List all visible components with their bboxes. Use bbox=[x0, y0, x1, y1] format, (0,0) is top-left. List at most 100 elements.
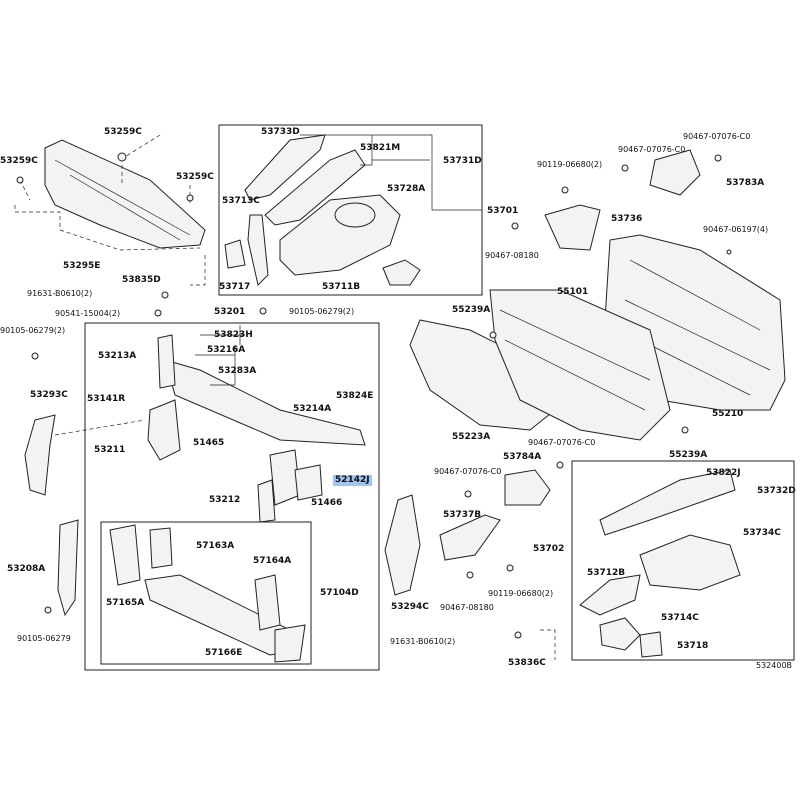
bolt-icon bbox=[161, 291, 169, 299]
part-label: 57164A bbox=[253, 556, 292, 566]
part-label: 57163A bbox=[196, 541, 235, 551]
part-label: 55223A bbox=[452, 432, 491, 442]
part-label: 53214A bbox=[293, 404, 332, 414]
cowl-bracket-part bbox=[439, 514, 501, 561]
side-brace-part bbox=[57, 519, 79, 617]
bolt-icon bbox=[561, 186, 569, 194]
part-label: 53213A bbox=[98, 351, 137, 361]
part-label: 53294C bbox=[391, 602, 429, 612]
fastener-code: 90467-08180 bbox=[440, 603, 494, 612]
radiator-brace-part bbox=[254, 574, 281, 631]
bolt-icon bbox=[489, 331, 497, 339]
bolt-icon bbox=[681, 426, 689, 434]
part-label: 53783A bbox=[726, 178, 765, 188]
part-label: 53293C bbox=[30, 390, 68, 400]
lower-brace-part bbox=[257, 479, 276, 523]
cowl-side-lower-part bbox=[504, 469, 551, 506]
part-label: 57166E bbox=[205, 648, 243, 658]
bolt-icon bbox=[556, 461, 564, 469]
part-label: 53734C bbox=[743, 528, 781, 538]
part-label: 53701 bbox=[487, 206, 519, 216]
part-label: 53259C bbox=[0, 156, 38, 166]
part-label: 53141R bbox=[87, 394, 126, 404]
part-label: 53295E bbox=[63, 261, 101, 271]
dash-silencer-part bbox=[409, 319, 556, 431]
part-label: 51466 bbox=[311, 498, 343, 508]
apron-front-part bbox=[579, 574, 641, 616]
part-label: 53283A bbox=[218, 366, 257, 376]
side-member-part bbox=[147, 399, 181, 461]
bolt-icon bbox=[466, 571, 474, 579]
part-label: 53717 bbox=[219, 282, 251, 292]
upper-support-part bbox=[164, 359, 366, 446]
part-label: 53835D bbox=[122, 275, 161, 285]
part-label: 53208A bbox=[7, 564, 46, 574]
strut-tower-part bbox=[334, 202, 376, 228]
bolt-icon bbox=[714, 154, 722, 162]
fastener-code: 90467-08180 bbox=[485, 251, 539, 260]
radiator-bracket-part bbox=[274, 624, 306, 663]
part-label: 53728A bbox=[387, 184, 426, 194]
part-label: 55210 bbox=[712, 409, 744, 419]
fastener-code: 90105-06279(2) bbox=[289, 307, 355, 316]
fastener-code: 90467-07076-C0 bbox=[434, 467, 502, 476]
lock-bracket-part bbox=[294, 464, 323, 501]
fastener-code: 90105-06279(2) bbox=[0, 326, 66, 335]
highlighted-part-label[interactable]: 52142J bbox=[333, 475, 372, 486]
part-label: 53822J bbox=[706, 468, 741, 478]
part-label: 53712B bbox=[587, 568, 626, 578]
apron-part bbox=[639, 534, 741, 591]
part-label: 53713C bbox=[222, 196, 260, 206]
fastener-code: 90467-06197(4) bbox=[703, 225, 769, 234]
part-label: 53711B bbox=[322, 282, 361, 292]
part-label: 57104D bbox=[320, 588, 359, 598]
bolt-icon bbox=[506, 564, 514, 572]
part-label: 53718 bbox=[677, 641, 709, 651]
part-label: 55239A bbox=[669, 450, 708, 460]
part-label: 53784A bbox=[503, 452, 542, 462]
bolt-icon bbox=[726, 249, 732, 255]
part-label: 53737B bbox=[443, 510, 482, 520]
bolt-icon bbox=[514, 631, 522, 639]
fastener-code: 90119-06680(2) bbox=[488, 589, 554, 598]
part-label: 53823H bbox=[214, 330, 253, 340]
part-label: 53714C bbox=[661, 613, 699, 623]
cowl-rail-part bbox=[244, 134, 326, 201]
fastener-code: 90467-07076-C0 bbox=[683, 132, 751, 141]
apron-bracket-part bbox=[599, 617, 641, 651]
part-label: 51465 bbox=[193, 438, 225, 448]
fastener-code: 90119-06680(2) bbox=[537, 160, 603, 169]
bolt-icon bbox=[464, 490, 472, 498]
upper-rail-part bbox=[599, 469, 736, 536]
part-label: 55101 bbox=[557, 287, 589, 297]
bolt-icon bbox=[259, 307, 267, 315]
part-label: 53836C bbox=[508, 658, 546, 668]
part-label: 53201 bbox=[214, 307, 246, 317]
fastener-code: 90467-07076-C0 bbox=[528, 438, 596, 447]
part-label: 53732D bbox=[757, 486, 796, 496]
apron-extension-part bbox=[384, 494, 421, 596]
part-label: 53216A bbox=[207, 345, 246, 355]
part-label: 53259C bbox=[176, 172, 214, 182]
bracket-small-part bbox=[224, 239, 246, 269]
hinge-bracket-part bbox=[649, 149, 701, 196]
part-label: 53731D bbox=[443, 156, 482, 166]
fastener-code: 91631-B0610(2) bbox=[27, 289, 93, 298]
part-label: 57165A bbox=[106, 598, 145, 608]
radiator-upper-part bbox=[149, 527, 173, 569]
figure-id: 532400B bbox=[756, 661, 793, 670]
fastener-code: 91631-B0610(2) bbox=[390, 637, 456, 646]
support-bracket-part bbox=[157, 334, 176, 389]
bolt-icon bbox=[44, 606, 52, 614]
part-label: 53821M bbox=[360, 143, 401, 153]
radiator-side-part bbox=[109, 524, 141, 586]
fastener-code: 90467-07076-C0 bbox=[618, 145, 686, 154]
part-label: 53259C bbox=[104, 127, 142, 137]
cowl-side-part bbox=[544, 204, 601, 251]
bracket-part bbox=[382, 259, 421, 286]
clip-icon bbox=[117, 152, 127, 162]
part-label: 53824E bbox=[336, 391, 374, 401]
part-label: 53736 bbox=[611, 214, 643, 224]
